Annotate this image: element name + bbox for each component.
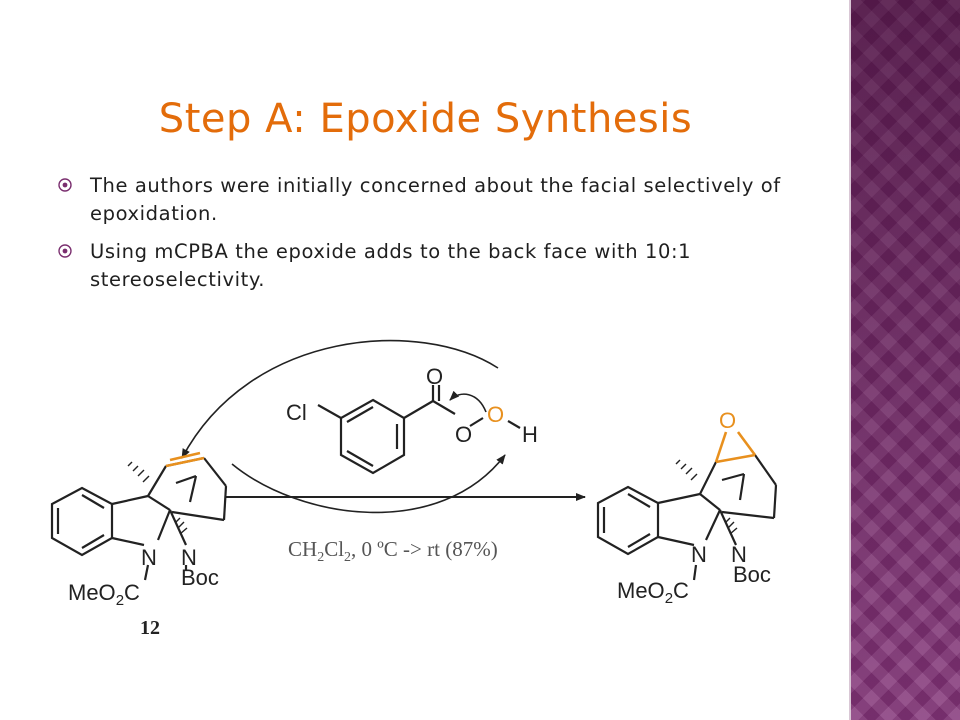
start-n-right-label: N: [181, 545, 197, 570]
compound-number: 12: [140, 617, 160, 639]
product-n-left-label: N: [691, 542, 707, 567]
reagent-cl-label: Cl: [286, 400, 307, 425]
reagent-peroxide-o-label: O: [487, 402, 504, 427]
product-boc-label: Boc: [733, 562, 771, 587]
electron-push-arrow: [449, 390, 487, 413]
start-stereo-hash: [127, 461, 188, 535]
product-stereo-hash: [675, 459, 738, 535]
start-alkene-highlight: [165, 451, 205, 468]
start-boc-label: Boc: [181, 565, 219, 590]
starting-material-structure: [50, 456, 228, 581]
curved-arrow-to-alkene: [181, 339, 499, 459]
slide-title: Step A: Epoxide Synthesis: [158, 96, 693, 142]
reagent-ester-o-label: O: [455, 422, 472, 447]
product-epoxide-highlight: [714, 431, 757, 464]
side-band-edge: [849, 0, 852, 720]
bullet-text: Using mCPBA the epoxide adds to the back…: [90, 240, 692, 291]
mcpba-structure: [317, 385, 521, 475]
curved-arrow-to-reagent: [231, 454, 506, 514]
bullet-item: Using mCPBA the epoxide adds to the back…: [58, 238, 818, 294]
product-n-right-label: N: [731, 542, 747, 567]
product-structure: [596, 454, 778, 581]
bullet-item: The authors were initially concerned abo…: [58, 172, 818, 228]
reagent-carbonyl-o-label: O: [426, 364, 443, 389]
start-n-left-label: N: [141, 545, 157, 570]
reagent-h-label: H: [522, 422, 538, 447]
circled-dot-icon: [58, 244, 72, 258]
bullet-text: The authors were initially concerned abo…: [90, 174, 781, 225]
bullet-list: The authors were initially concerned abo…: [58, 172, 818, 304]
product-epoxide-o-label: O: [719, 408, 736, 433]
decorative-side-band: [851, 0, 960, 720]
circled-dot-icon: [58, 178, 72, 192]
reaction-conditions: CH2Cl2, 0 ºC -> rt (87%): [288, 537, 498, 565]
product-ester-label: MeO2C: [617, 578, 689, 607]
start-ester-label: MeO2C: [68, 580, 140, 609]
reaction-scheme: Cl O O O H CH2Cl2, 0 ºC -> rt (87%): [50, 339, 778, 639]
